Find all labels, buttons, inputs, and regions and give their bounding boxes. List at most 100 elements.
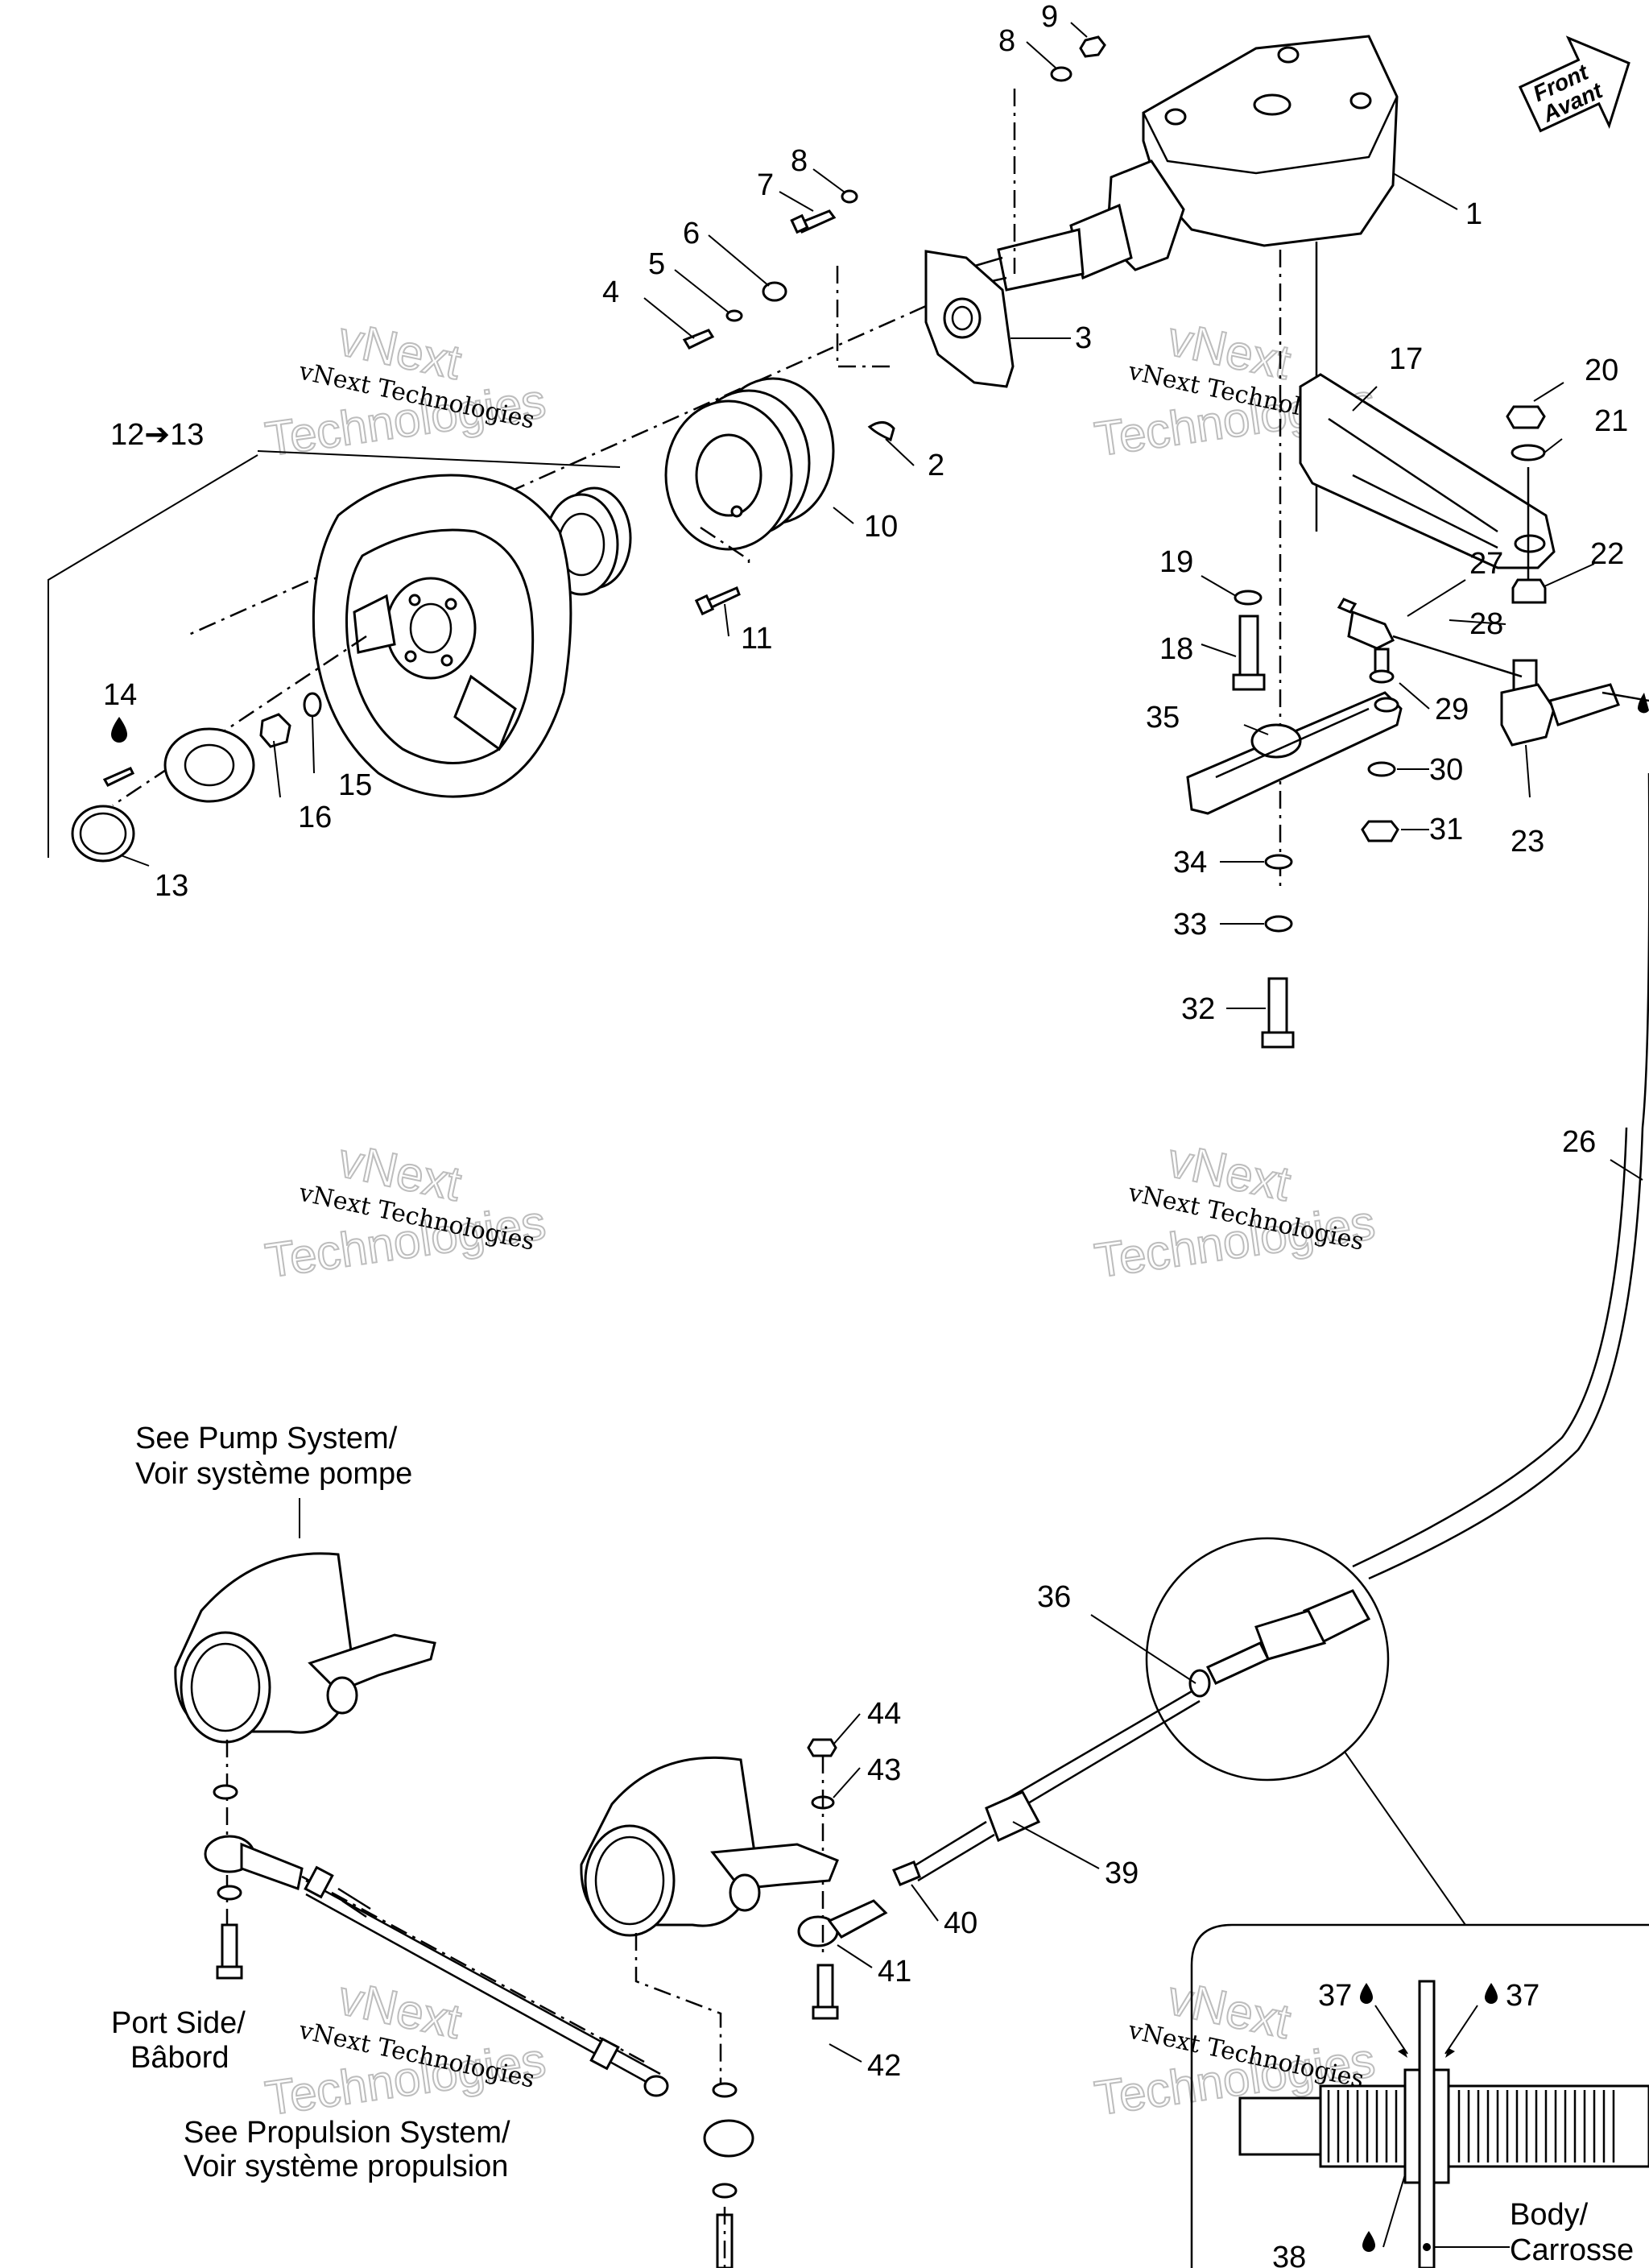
- callout-5: 5: [648, 247, 665, 281]
- bolt-32: [1261, 977, 1295, 1049]
- axis-line-center-nozzle: [634, 1933, 722, 2094]
- callout-3: 3: [1075, 321, 1092, 355]
- washer-19: [1234, 590, 1263, 606]
- note-port-line1: Port Side/: [111, 2006, 246, 2040]
- leader-lines: [120, 22, 1643, 2063]
- bolt-7-washer-8: [790, 189, 858, 234]
- watermark-mid-right: vNext Technologies vNext Technologies: [1090, 1132, 1378, 1289]
- callout-21: 21: [1594, 404, 1628, 438]
- arrow-37-left: [1374, 2005, 1408, 2055]
- axis-line-bracket: [836, 266, 890, 368]
- callout-8-upper: 8: [998, 24, 1015, 58]
- steering-wheel-12: [312, 474, 572, 798]
- callout-7: 7: [757, 168, 774, 202]
- propulsion-linkage: [703, 2082, 754, 2268]
- callout-42: 42: [867, 2049, 901, 2083]
- callout-1: 1: [1465, 197, 1482, 231]
- arrow-37-right: [1444, 2005, 1478, 2055]
- spacer-29: [1369, 648, 1395, 684]
- callout-14: 14: [103, 678, 137, 712]
- axis-line-wheel: [112, 635, 367, 807]
- cable-connector-23: [1500, 659, 1620, 747]
- callout-23: 23: [1511, 825, 1544, 859]
- bolt-42: [812, 1964, 839, 2020]
- callout-15: 15: [338, 768, 372, 802]
- note-body-line1: Body/: [1510, 2198, 1589, 2232]
- support-bracket-17: [1299, 373, 1556, 569]
- cable-end-fitting-36: [998, 1589, 1371, 1818]
- washer-33: [1264, 915, 1293, 933]
- callout-26: 26: [1562, 1125, 1596, 1159]
- callout-6: 6: [683, 217, 700, 250]
- callout-41: 41: [878, 1955, 911, 1989]
- callout-38: 38: [1272, 2241, 1306, 2268]
- callout-30: 30: [1429, 753, 1463, 787]
- screw-11: [694, 586, 741, 616]
- rod-end-40: [891, 1860, 921, 1886]
- callout-37-right: 37: [1506, 1979, 1539, 2013]
- steering-hub-10: [664, 377, 835, 551]
- pump-nozzle-center: [580, 1756, 839, 1937]
- ball-joint-41: [797, 1899, 888, 1947]
- callout-17: 17: [1389, 342, 1423, 376]
- steering-cable-26: [1368, 1127, 1644, 1580]
- nut-31: [1361, 820, 1399, 842]
- port-side-linkage: [204, 1784, 669, 2097]
- nut-44: [807, 1738, 837, 1757]
- lubricant-drop-icon-37b: [1485, 1983, 1498, 2004]
- watermark-mid-left: vNext Technologies vNext Technologies: [261, 1132, 549, 1289]
- washer-30: [1367, 761, 1396, 777]
- callout-12-13: 12➔13: [110, 418, 204, 452]
- front-direction-arrow: Front Avant: [1518, 35, 1630, 133]
- callout-43: 43: [867, 1753, 901, 1787]
- callout-35: 35: [1146, 701, 1180, 735]
- key-2: [867, 421, 895, 442]
- sleeve-39: [909, 1790, 1041, 1882]
- nut-20: [1506, 405, 1546, 429]
- retainer-ring: [163, 727, 255, 803]
- callout-34: 34: [1173, 846, 1207, 879]
- callout-31: 31: [1429, 813, 1463, 846]
- arrowhead-37-left: [1398, 2048, 1407, 2058]
- callout-10: 10: [864, 510, 898, 544]
- callout-33: 33: [1173, 908, 1207, 942]
- group-bracket-12: [48, 454, 258, 858]
- screw-14: [102, 767, 135, 787]
- detail-inset-box: [1190, 1923, 1649, 2268]
- washer-nut-9-8: [1050, 35, 1106, 82]
- lubricant-drop-icon-38: [1362, 2231, 1375, 2252]
- washer-15: [303, 692, 322, 718]
- callout-8-lower: 8: [791, 144, 808, 178]
- callout-40: 40: [944, 1906, 977, 1940]
- axis-line-hub-screw: [700, 526, 750, 568]
- callout-29: 29: [1435, 693, 1469, 726]
- note-pump-line2: Voir système pompe: [135, 1457, 412, 1491]
- nut-16: [259, 713, 291, 748]
- callout-36: 36: [1037, 1580, 1071, 1614]
- callout-28: 28: [1469, 607, 1503, 641]
- callout-9: 9: [1041, 0, 1058, 34]
- callout-39: 39: [1105, 1856, 1139, 1890]
- lubricant-drop-icon-37a: [1360, 1983, 1373, 2004]
- bolt-4-washers-5-6: [682, 281, 787, 350]
- callout-37-left: 37: [1318, 1979, 1352, 2013]
- note-body-line2: Carrosse: [1510, 2233, 1634, 2267]
- callout-44: 44: [867, 1697, 901, 1731]
- callout-19: 19: [1159, 545, 1193, 579]
- callout-32: 32: [1181, 992, 1215, 1026]
- callout-13: 13: [155, 869, 188, 903]
- rod-end-27: [1337, 598, 1523, 678]
- arrowhead-37-right: [1445, 2048, 1455, 2058]
- note-port-line2: Bâbord: [130, 2041, 229, 2075]
- callout-11: 11: [741, 622, 772, 656]
- callout-27: 27: [1469, 547, 1503, 581]
- cable-26-upper: [1601, 691, 1649, 1128]
- spacer-22: [1511, 578, 1547, 604]
- lubricant-drop-icon: [111, 717, 127, 743]
- washer-34: [1264, 854, 1293, 870]
- callout-2: 2: [928, 449, 944, 482]
- note-propulsion-line2: Voir système propulsion: [184, 2150, 508, 2183]
- steering-column-housing: [933, 35, 1399, 296]
- oil-drop-right-edge: [1638, 693, 1649, 714]
- detail-leader: [1344, 1751, 1466, 1926]
